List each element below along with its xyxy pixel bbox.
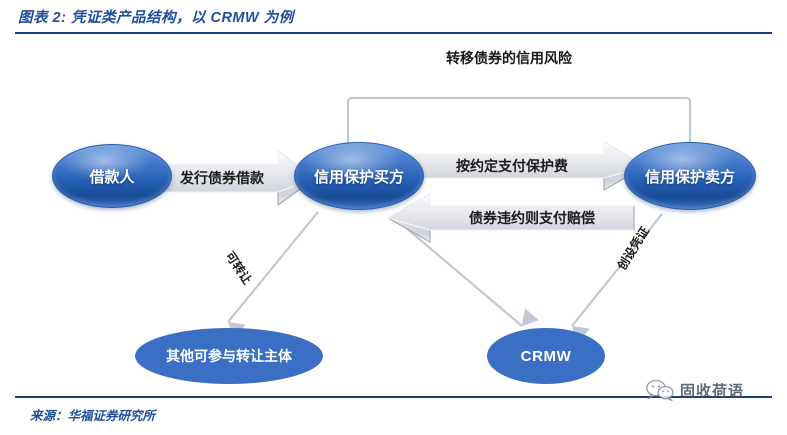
node-protection-buyer[interactable]: 信用保护买方 [294, 142, 424, 210]
node-protection-seller-label: 信用保护卖方 [644, 168, 735, 186]
node-other-transferees[interactable]: 其他可参与转让主体 [135, 328, 323, 384]
arrow-pay-protection-fee [399, 140, 648, 192]
node-protection-seller[interactable]: 信用保护卖方 [624, 142, 756, 210]
source-divider [15, 396, 772, 398]
watermark-text: 固收荷语 [680, 382, 745, 400]
arc-label-transfer-credit-risk: 转移债券的信用风险 [446, 50, 572, 66]
arrow-pay-compensation [386, 192, 635, 244]
title-divider [15, 32, 772, 34]
source-note: 来源：华福证券研究所 [30, 409, 156, 423]
diagram-canvas: 发行债券借款 按约定支付保护费 债券违约则支付赔偿 转移债券的信用风险 可转让 … [0, 34, 787, 394]
arrow-issue-bond-loan [149, 148, 318, 208]
node-crmw-label: CRMW [520, 347, 572, 365]
node-protection-buyer-label: 信用保护买方 [313, 168, 404, 186]
node-borrower[interactable]: 借款人 [52, 144, 172, 208]
node-other-transferees-label: 其他可参与转让主体 [166, 348, 292, 364]
connector-transfer-credit-risk [0, 34, 787, 394]
node-crmw[interactable]: CRMW [487, 328, 605, 384]
wechat-icon [645, 379, 675, 401]
page-title: 图表 2: 凭证类产品结构，以 CRMW 为例 [18, 10, 294, 26]
watermark: 固收荷语 [645, 379, 744, 401]
node-borrower-label: 借款人 [89, 168, 135, 186]
